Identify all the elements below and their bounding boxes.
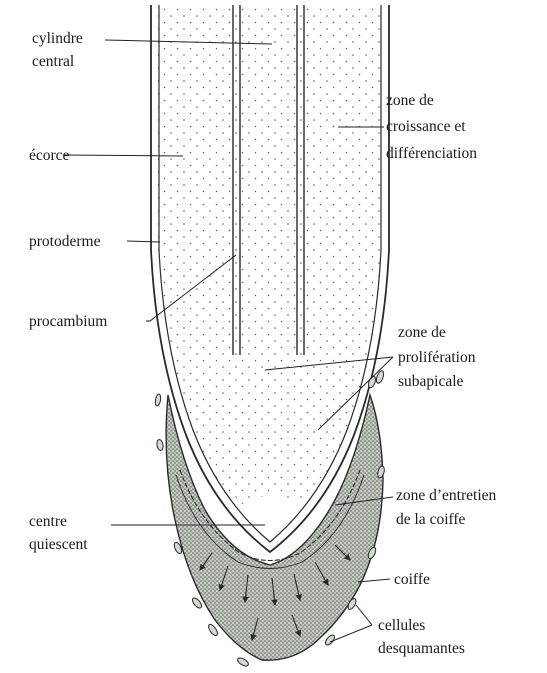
label-centre-quiescent: centre quiescent xyxy=(29,513,88,553)
label-procambium: procambium xyxy=(29,313,107,330)
label-cylindre-central: cylindre central xyxy=(32,30,87,70)
label-zone-proliferation: zone de prolifération subapicale xyxy=(398,324,479,390)
label-cellules-desquamantes: cellules desquamantes xyxy=(378,617,465,657)
quiescent-centre xyxy=(232,496,312,544)
label-protoderme: protoderme xyxy=(29,233,101,250)
label-ecorce: écorce xyxy=(29,147,70,164)
label-zone-croissance: zone de croissance et différenciation xyxy=(386,92,477,162)
label-zone-entretien: zone d’entretien de la coiffe xyxy=(396,487,500,528)
label-coiffe: coiffe xyxy=(394,571,430,588)
